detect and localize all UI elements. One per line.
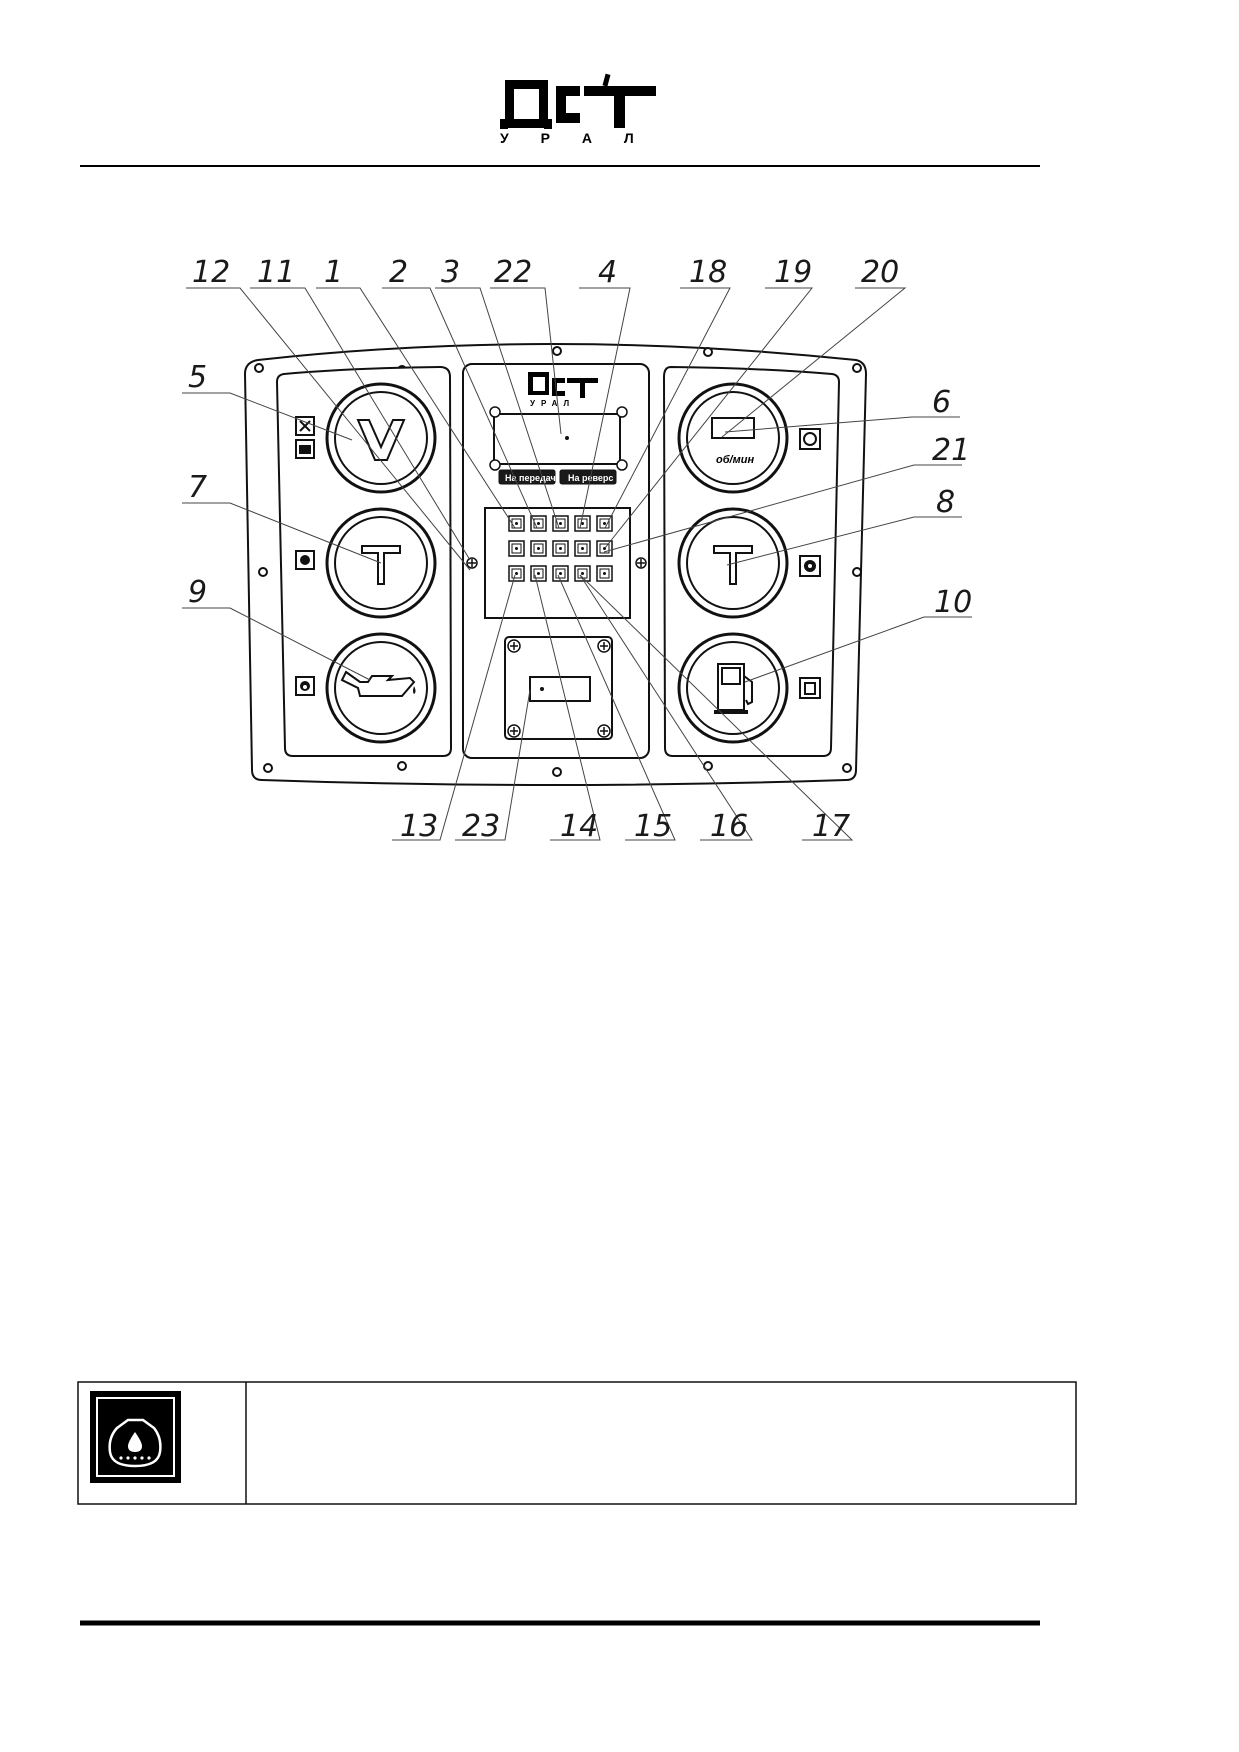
callout-16: 16 [710, 809, 748, 844]
warning-lamp-dot [537, 547, 540, 550]
warning-lamp-lens [599, 543, 610, 554]
callout-15: 15 [634, 809, 672, 844]
callout-4: 4 [598, 255, 617, 290]
tachometer-unit: об/мин [716, 454, 754, 466]
warning-lamp-lens [555, 543, 566, 554]
warning-lamp-lens [577, 518, 588, 529]
right-temperature-indicator-icon [799, 555, 821, 577]
oil-indicator-icon [295, 676, 315, 696]
callout-2: 2 [389, 255, 408, 290]
callout-18: 18 [689, 255, 727, 290]
panel-logo-sub: УРАЛ [530, 399, 575, 408]
button-left-label: На передачу [505, 473, 561, 483]
coolant-tank-icon [90, 1391, 181, 1483]
callout-9: 9 [188, 575, 207, 610]
callout-7: 7 [188, 470, 207, 505]
plate-holes [254, 346, 862, 777]
warning-lamp-dot [559, 547, 562, 550]
callout-numbers: 12 11 1 2 3 22 4 18 19 20 5 6 21 7 8 9 1… [188, 255, 972, 844]
display-window [489, 406, 628, 471]
warning-lamp-lens [533, 518, 544, 529]
warning-lamp-lens [555, 518, 566, 529]
callout-3: 3 [441, 255, 460, 290]
warning-lamp-dot [603, 572, 606, 575]
warning-lamp-dot [581, 547, 584, 550]
center-side-screws [466, 557, 647, 569]
callout-21: 21 [932, 433, 970, 468]
warning-lamp-lens [533, 543, 544, 554]
voltmeter-gauge [325, 382, 437, 494]
warning-lamp-lens [533, 568, 544, 579]
warning-lamp-lens [511, 568, 522, 579]
warning-lamp-lens [599, 568, 610, 579]
warning-lamp-grid [508, 515, 613, 582]
warning-lamp-dot [537, 572, 540, 575]
oil-pressure-gauge [325, 632, 437, 744]
warning-lamp-dot [559, 522, 562, 525]
callout-19: 19 [774, 255, 812, 290]
warning-lamp-lens [599, 518, 610, 529]
button-left[interactable]: На передачу [498, 469, 561, 485]
warning-lamp-dot [515, 522, 518, 525]
callout-23: 23 [462, 809, 500, 844]
callout-17: 17 [812, 809, 850, 844]
callout-6: 6 [932, 385, 951, 420]
warning-lamp-dot [581, 522, 584, 525]
warning-lamp-lens [577, 543, 588, 554]
callout-leaders [182, 287, 972, 841]
hour-meter [504, 636, 613, 740]
warning-lamp-lens [511, 543, 522, 554]
warning-lamp-dot [581, 572, 584, 575]
fuel-indicator-icon [799, 677, 821, 699]
rpm-indicator-icon [799, 428, 821, 450]
warning-lamp-dot [559, 572, 562, 575]
callout-1: 1 [324, 255, 343, 290]
callout-5: 5 [188, 360, 207, 395]
battery-indicator-icons [295, 416, 315, 459]
callout-12: 12 [192, 255, 230, 290]
warning-lamp-lens [555, 568, 566, 579]
oil-can-icon [340, 670, 416, 697]
header-logo: У Р А Л [500, 73, 656, 146]
warning-lamp-dot [515, 547, 518, 550]
warning-lamp-dot [603, 522, 606, 525]
callout-11: 11 [257, 255, 295, 290]
legend-table [77, 1381, 1077, 1505]
callout-13: 13 [400, 809, 438, 844]
callout-8: 8 [936, 485, 955, 520]
callout-14: 14 [560, 809, 598, 844]
header-logo-sub: У Р А Л [500, 130, 648, 146]
tachometer-gauge: об/мин [677, 382, 789, 494]
callout-22: 22 [494, 255, 532, 290]
callout-20: 20 [861, 255, 899, 290]
warning-lamp-dot [515, 572, 518, 575]
fuel-level-gauge [677, 632, 789, 744]
button-right[interactable]: На реверс [559, 469, 617, 485]
temperature-indicator-icon [295, 550, 315, 570]
callout-10: 10 [934, 585, 972, 620]
warning-lamp-dot [537, 522, 540, 525]
